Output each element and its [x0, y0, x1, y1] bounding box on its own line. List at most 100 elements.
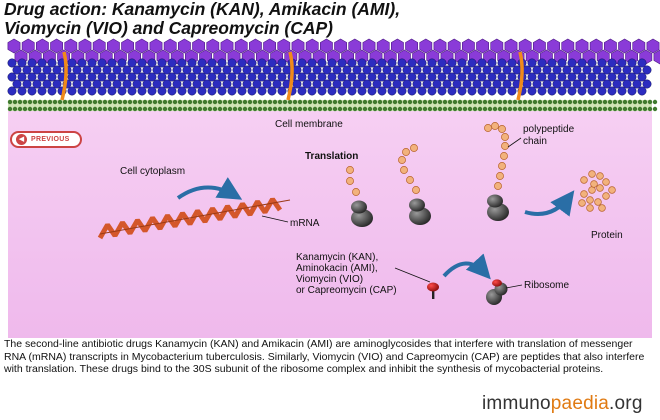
mycolic-acid-ball	[627, 58, 637, 68]
protein-bead	[590, 180, 598, 188]
mycolic-acid-ball	[377, 58, 387, 68]
mycolic-acid-ball	[7, 72, 17, 82]
mrna-backbone	[99, 199, 291, 235]
mycolic-acid-ball	[637, 86, 647, 96]
amino-acid-bead	[498, 162, 506, 170]
mycolic-acid-ball	[197, 58, 207, 68]
mycolic-acid-ball	[102, 79, 112, 89]
lipid-head	[152, 99, 158, 105]
mycolic-acid-ball	[642, 65, 652, 75]
lipid-head	[182, 99, 188, 105]
mycolic-acid-ball	[292, 65, 302, 75]
lipid-head	[312, 99, 318, 105]
mycolic-acid-ball	[542, 79, 552, 89]
mycolic-acid-ball	[497, 86, 507, 96]
mycolic-acid-ball	[152, 65, 162, 75]
mycolic-acid-ball	[172, 79, 182, 89]
mycolic-acid-ball	[622, 65, 632, 75]
brand-part-3: .org	[609, 393, 643, 414]
lipid-head	[492, 99, 498, 105]
mycolic-acid-ball	[412, 79, 422, 89]
mycolic-acid-ball	[397, 86, 407, 96]
mycolic-acid-ball	[362, 79, 372, 89]
mycolic-acid-ball	[227, 72, 237, 82]
translation-label: Translation	[305, 151, 358, 162]
mycolic-acid-ball	[587, 72, 597, 82]
mycolic-acid-ball	[577, 72, 587, 82]
translation-arrow	[176, 177, 243, 200]
lipid-head	[317, 106, 323, 112]
lipid-head	[127, 99, 133, 105]
mycolic-acid-ball	[467, 86, 477, 96]
lipid-head	[562, 99, 568, 105]
peptidoglycan-hexagon	[192, 38, 205, 54]
lipid-head	[22, 99, 28, 105]
mycolic-acid-ball	[337, 86, 347, 96]
peptidoglycan-hexagon	[618, 38, 632, 54]
peptidoglycan-hexagon	[362, 38, 376, 54]
mrna-ribbon	[97, 197, 283, 240]
mycolic-acid-ball	[392, 79, 402, 89]
mycolic-acid-ball	[402, 65, 412, 75]
peptidoglycan-hexagon	[291, 38, 305, 54]
mycolic-acid-ball	[507, 72, 517, 82]
mycolic-acid-ball	[122, 79, 132, 89]
mycolic-acid-ball	[157, 72, 167, 82]
lipid-head	[87, 106, 93, 112]
mycolic-acid-ball	[452, 79, 462, 89]
peptidoglycan-hexagon	[319, 38, 333, 54]
peptidoglycan-hexagon	[653, 49, 660, 65]
mycolic-acid-ball	[302, 79, 312, 89]
lipid-head	[247, 99, 253, 105]
lipid-head	[242, 99, 248, 105]
drug-binding-arrow	[442, 253, 491, 280]
ribosome-label: Ribosome	[524, 280, 569, 291]
previous-button[interactable]: ◀ PREVIOUS	[10, 131, 82, 148]
mycolic-acid-ball	[182, 65, 192, 75]
protein-bead	[602, 178, 610, 186]
mycolic-acid-ball	[37, 58, 47, 68]
lipid-head	[607, 106, 613, 112]
mycolic-acid-ball	[317, 58, 327, 68]
mycolic-acid-ball	[552, 65, 562, 75]
mycolic-acid-ball	[297, 58, 307, 68]
mycolic-acid-ball	[52, 65, 62, 75]
lipid-head	[102, 99, 108, 105]
lipid-head	[567, 99, 573, 105]
mycolic-acid-ball	[567, 72, 577, 82]
mycolic-acid-ball	[72, 65, 82, 75]
lipid-head	[37, 99, 43, 105]
mycolic-acid-ball	[232, 65, 242, 75]
peptidoglycan-hexagon	[490, 38, 504, 54]
lipid-head	[202, 99, 208, 105]
lipid-head	[32, 106, 38, 112]
mycolic-acid-ball	[127, 58, 137, 68]
mycolic-acid-ball	[262, 65, 272, 75]
mycolic-acid-ball	[392, 65, 402, 75]
mycolic-acid-ball	[92, 79, 102, 89]
cell-membrane	[7, 99, 658, 112]
mycolic-acid-ball	[162, 79, 172, 89]
lipid-head	[312, 106, 318, 112]
back-arrow-icon: ◀	[16, 134, 27, 145]
amino-acid-bead	[496, 172, 504, 180]
protein-label: Protein	[591, 230, 623, 241]
mycolic-acid-ball	[172, 65, 182, 75]
mycolic-acid-ball	[242, 79, 252, 89]
mycolic-acid-ball	[117, 72, 127, 82]
mycolic-acid-ball	[562, 79, 572, 89]
mycolic-acid-ball	[482, 79, 492, 89]
lipid-head	[307, 99, 313, 105]
lipid-head	[42, 99, 48, 105]
lipid-head	[327, 106, 333, 112]
mycolic-acid-ball	[522, 65, 532, 75]
mycolic-acid-ball	[507, 86, 517, 96]
mycolic-acid-ball	[207, 86, 217, 96]
mycolic-acid-ball	[612, 79, 622, 89]
mycolic-acid-ball	[307, 58, 317, 68]
mycolic-acid-ball	[277, 72, 287, 82]
lipid-head	[92, 106, 98, 112]
mycolic-acid-ball	[477, 86, 487, 96]
lipid-head	[82, 99, 88, 105]
mycolic-acid-ball	[407, 58, 417, 68]
